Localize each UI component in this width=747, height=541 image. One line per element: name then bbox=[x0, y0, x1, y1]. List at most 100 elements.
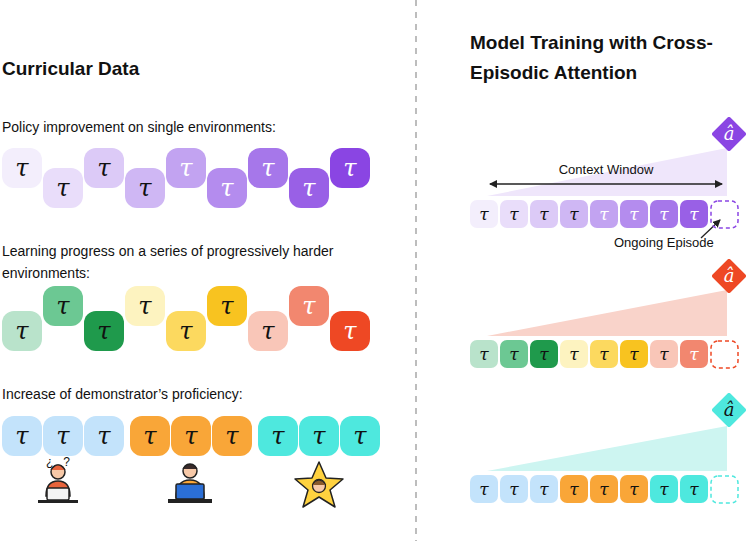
trajectory-symbol: τ bbox=[15, 156, 28, 180]
trajectory-symbol: τ bbox=[56, 176, 69, 200]
trajectory-symbol: τ bbox=[689, 346, 698, 363]
section-heading: Model Training with Cross-Episodic Atten… bbox=[470, 28, 742, 88]
trajectory-tile: τ bbox=[680, 475, 708, 503]
trajectory-symbol: τ bbox=[271, 424, 284, 448]
trajectory-tile: τ bbox=[84, 311, 124, 351]
trajectory-tile: τ bbox=[84, 148, 124, 188]
trajectory-symbol: τ bbox=[569, 206, 578, 223]
action-symbol: â bbox=[724, 401, 735, 419]
trajectory-tile: τ bbox=[650, 475, 678, 503]
trajectory-tile: τ bbox=[125, 286, 165, 326]
trajectory-tile: τ bbox=[620, 200, 648, 228]
description: Learning progress on a series of progres… bbox=[2, 240, 347, 284]
attention-wedge bbox=[487, 426, 727, 471]
trajectory-tile: τ bbox=[130, 416, 170, 456]
trajectory-tile: τ bbox=[171, 416, 211, 456]
trajectory-symbol: τ bbox=[343, 156, 356, 180]
trajectory-symbol: τ bbox=[302, 176, 315, 200]
trajectory-symbol: τ bbox=[97, 156, 110, 180]
trajectory-symbol: τ bbox=[138, 176, 151, 200]
trajectory-symbol: τ bbox=[225, 424, 238, 448]
trajectory-tile: τ bbox=[560, 475, 588, 503]
trajectory-tile: τ bbox=[500, 340, 528, 368]
trajectory-symbol: τ bbox=[479, 481, 488, 498]
trajectory-symbol: τ bbox=[599, 346, 608, 363]
expert-star-icon bbox=[295, 462, 343, 507]
prediction-badge: â bbox=[712, 259, 746, 293]
action-symbol: â bbox=[724, 267, 735, 285]
trajectory-symbol: τ bbox=[353, 424, 366, 448]
action-symbol: â bbox=[724, 125, 735, 143]
section-heading: Curricular Data bbox=[2, 58, 139, 80]
trajectory-tile: τ bbox=[530, 340, 558, 368]
trajectory-tile: τ bbox=[166, 311, 206, 351]
empty-slot bbox=[711, 341, 738, 368]
trajectory-symbol: τ bbox=[569, 346, 578, 363]
trajectory-symbol: τ bbox=[629, 346, 638, 363]
trajectory-tile: τ bbox=[207, 168, 247, 208]
trajectory-symbol: τ bbox=[15, 424, 28, 448]
trajectory-tile: τ bbox=[258, 416, 298, 456]
trajectory-tile: τ bbox=[590, 200, 618, 228]
trajectory-symbol: τ bbox=[659, 346, 668, 363]
trajectory-symbol: τ bbox=[302, 294, 315, 318]
trajectory-tile: τ bbox=[590, 340, 618, 368]
trajectory-tile: τ bbox=[299, 416, 339, 456]
trajectory-symbol: τ bbox=[343, 319, 356, 343]
trajectory-tile: τ bbox=[530, 475, 558, 503]
trajectory-tile: τ bbox=[207, 286, 247, 326]
trajectory-symbol: τ bbox=[479, 206, 488, 223]
trajectory-symbol: τ bbox=[261, 156, 274, 180]
trajectory-tile: τ bbox=[500, 475, 528, 503]
trajectory-symbol: τ bbox=[479, 346, 488, 363]
trajectory-symbol: τ bbox=[261, 319, 274, 343]
trajectory-tile: τ bbox=[212, 416, 252, 456]
worker-icon bbox=[168, 464, 212, 503]
trajectory-tile: τ bbox=[560, 340, 588, 368]
trajectory-tile: τ bbox=[43, 168, 83, 208]
icon-text: ¿? bbox=[46, 455, 80, 469]
trajectory-tile: τ bbox=[248, 311, 288, 351]
trajectory-tile: τ bbox=[248, 148, 288, 188]
trajectory-tile: τ bbox=[680, 340, 708, 368]
empty-slot bbox=[711, 476, 738, 503]
trajectory-symbol: τ bbox=[539, 206, 548, 223]
trajectory-tile: τ bbox=[166, 148, 206, 188]
trajectory-symbol: τ bbox=[509, 346, 518, 363]
divider bbox=[415, 0, 417, 541]
trajectory-tile: τ bbox=[2, 311, 42, 351]
annotation: Ongoing Episode bbox=[614, 235, 714, 250]
trajectory-symbol: τ bbox=[689, 206, 698, 223]
trajectory-symbol: τ bbox=[509, 206, 518, 223]
trajectory-tile: τ bbox=[680, 200, 708, 228]
attention-wedge bbox=[487, 290, 727, 336]
trajectory-symbol: τ bbox=[659, 206, 668, 223]
context-arrow bbox=[490, 183, 722, 184]
prediction-badge: â bbox=[712, 117, 746, 151]
trajectory-tile: τ bbox=[470, 340, 498, 368]
trajectory-symbol: τ bbox=[138, 294, 151, 318]
trajectory-symbol: τ bbox=[539, 481, 548, 498]
trajectory-symbol: τ bbox=[509, 481, 518, 498]
trajectory-symbol: τ bbox=[629, 481, 638, 498]
trajectory-symbol: τ bbox=[629, 206, 638, 223]
empty-slot bbox=[711, 201, 738, 228]
trajectory-symbol: τ bbox=[97, 319, 110, 343]
trajectory-tile: τ bbox=[2, 148, 42, 188]
trajectory-tile: τ bbox=[620, 340, 648, 368]
trajectory-tile: τ bbox=[650, 340, 678, 368]
novice-icon bbox=[38, 465, 78, 503]
trajectory-tile: τ bbox=[470, 200, 498, 228]
trajectory-tile: τ bbox=[470, 475, 498, 503]
trajectory-symbol: τ bbox=[97, 424, 110, 448]
trajectory-tile: τ bbox=[650, 200, 678, 228]
trajectory-symbol: τ bbox=[143, 424, 156, 448]
trajectory-tile: τ bbox=[590, 475, 618, 503]
trajectory-tile: τ bbox=[2, 416, 42, 456]
trajectory-symbol: τ bbox=[599, 206, 608, 223]
trajectory-tile: τ bbox=[289, 286, 329, 326]
trajectory-symbol: τ bbox=[179, 156, 192, 180]
prediction-badge: â bbox=[712, 393, 746, 427]
trajectory-symbol: τ bbox=[689, 481, 698, 498]
